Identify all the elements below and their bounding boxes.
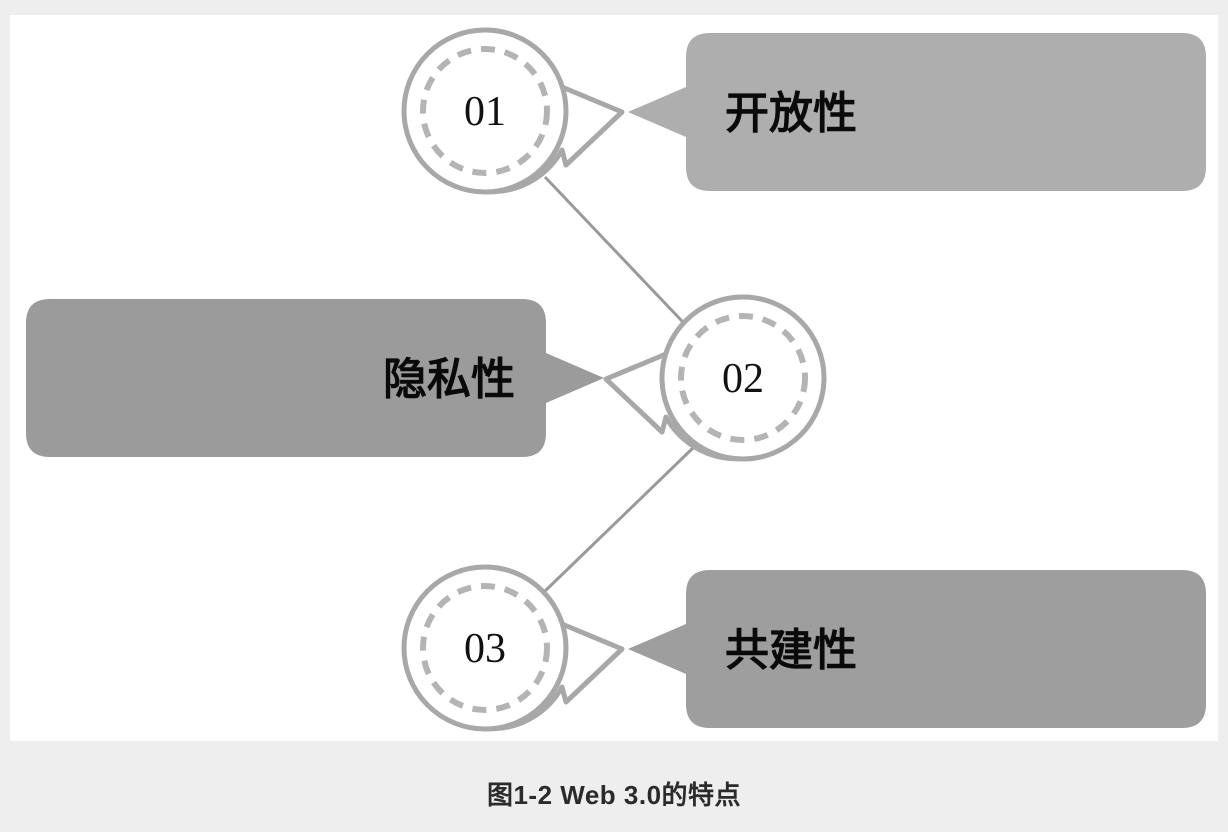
circle-outline-03 (401, 564, 569, 732)
connector-line-02-03 (541, 445, 696, 595)
dashed-ring-01 (420, 46, 550, 176)
label-box-text-03: 共建性 (725, 626, 857, 675)
label-box-group-02[interactable]: 隐私性 (26, 299, 604, 457)
circle-number-03: 03 (464, 626, 506, 672)
node-group-02[interactable]: 02 (603, 294, 827, 462)
label-box-group-01[interactable]: 开放性 (628, 33, 1206, 191)
node-group-03[interactable]: 03 (401, 564, 625, 732)
label-box-group-03[interactable]: 共建性 (628, 570, 1206, 728)
label-box-shape-02 (26, 299, 604, 457)
connector-line-01-02 (543, 175, 702, 342)
node-group-01[interactable]: 01 (401, 27, 625, 195)
circle-outline-01 (401, 27, 569, 195)
circle-outline-02 (659, 294, 827, 462)
diagram-panel: 01 开放性 隐私性 02 03 (10, 15, 1218, 741)
circle-number-02: 02 (722, 356, 764, 402)
dashed-ring-02 (678, 313, 808, 443)
label-box-shape-01 (628, 33, 1206, 191)
diagram-canvas: 01 开放性 隐私性 02 03 (26, 27, 1206, 732)
figure-caption: 图1-2 Web 3.0的特点 (486, 780, 742, 810)
label-box-text-02: 隐私性 (383, 355, 515, 404)
label-box-text-01: 开放性 (725, 89, 857, 138)
label-box-shape-03 (628, 570, 1206, 728)
circle-number-01: 01 (464, 89, 506, 135)
dashed-ring-03 (420, 583, 550, 713)
